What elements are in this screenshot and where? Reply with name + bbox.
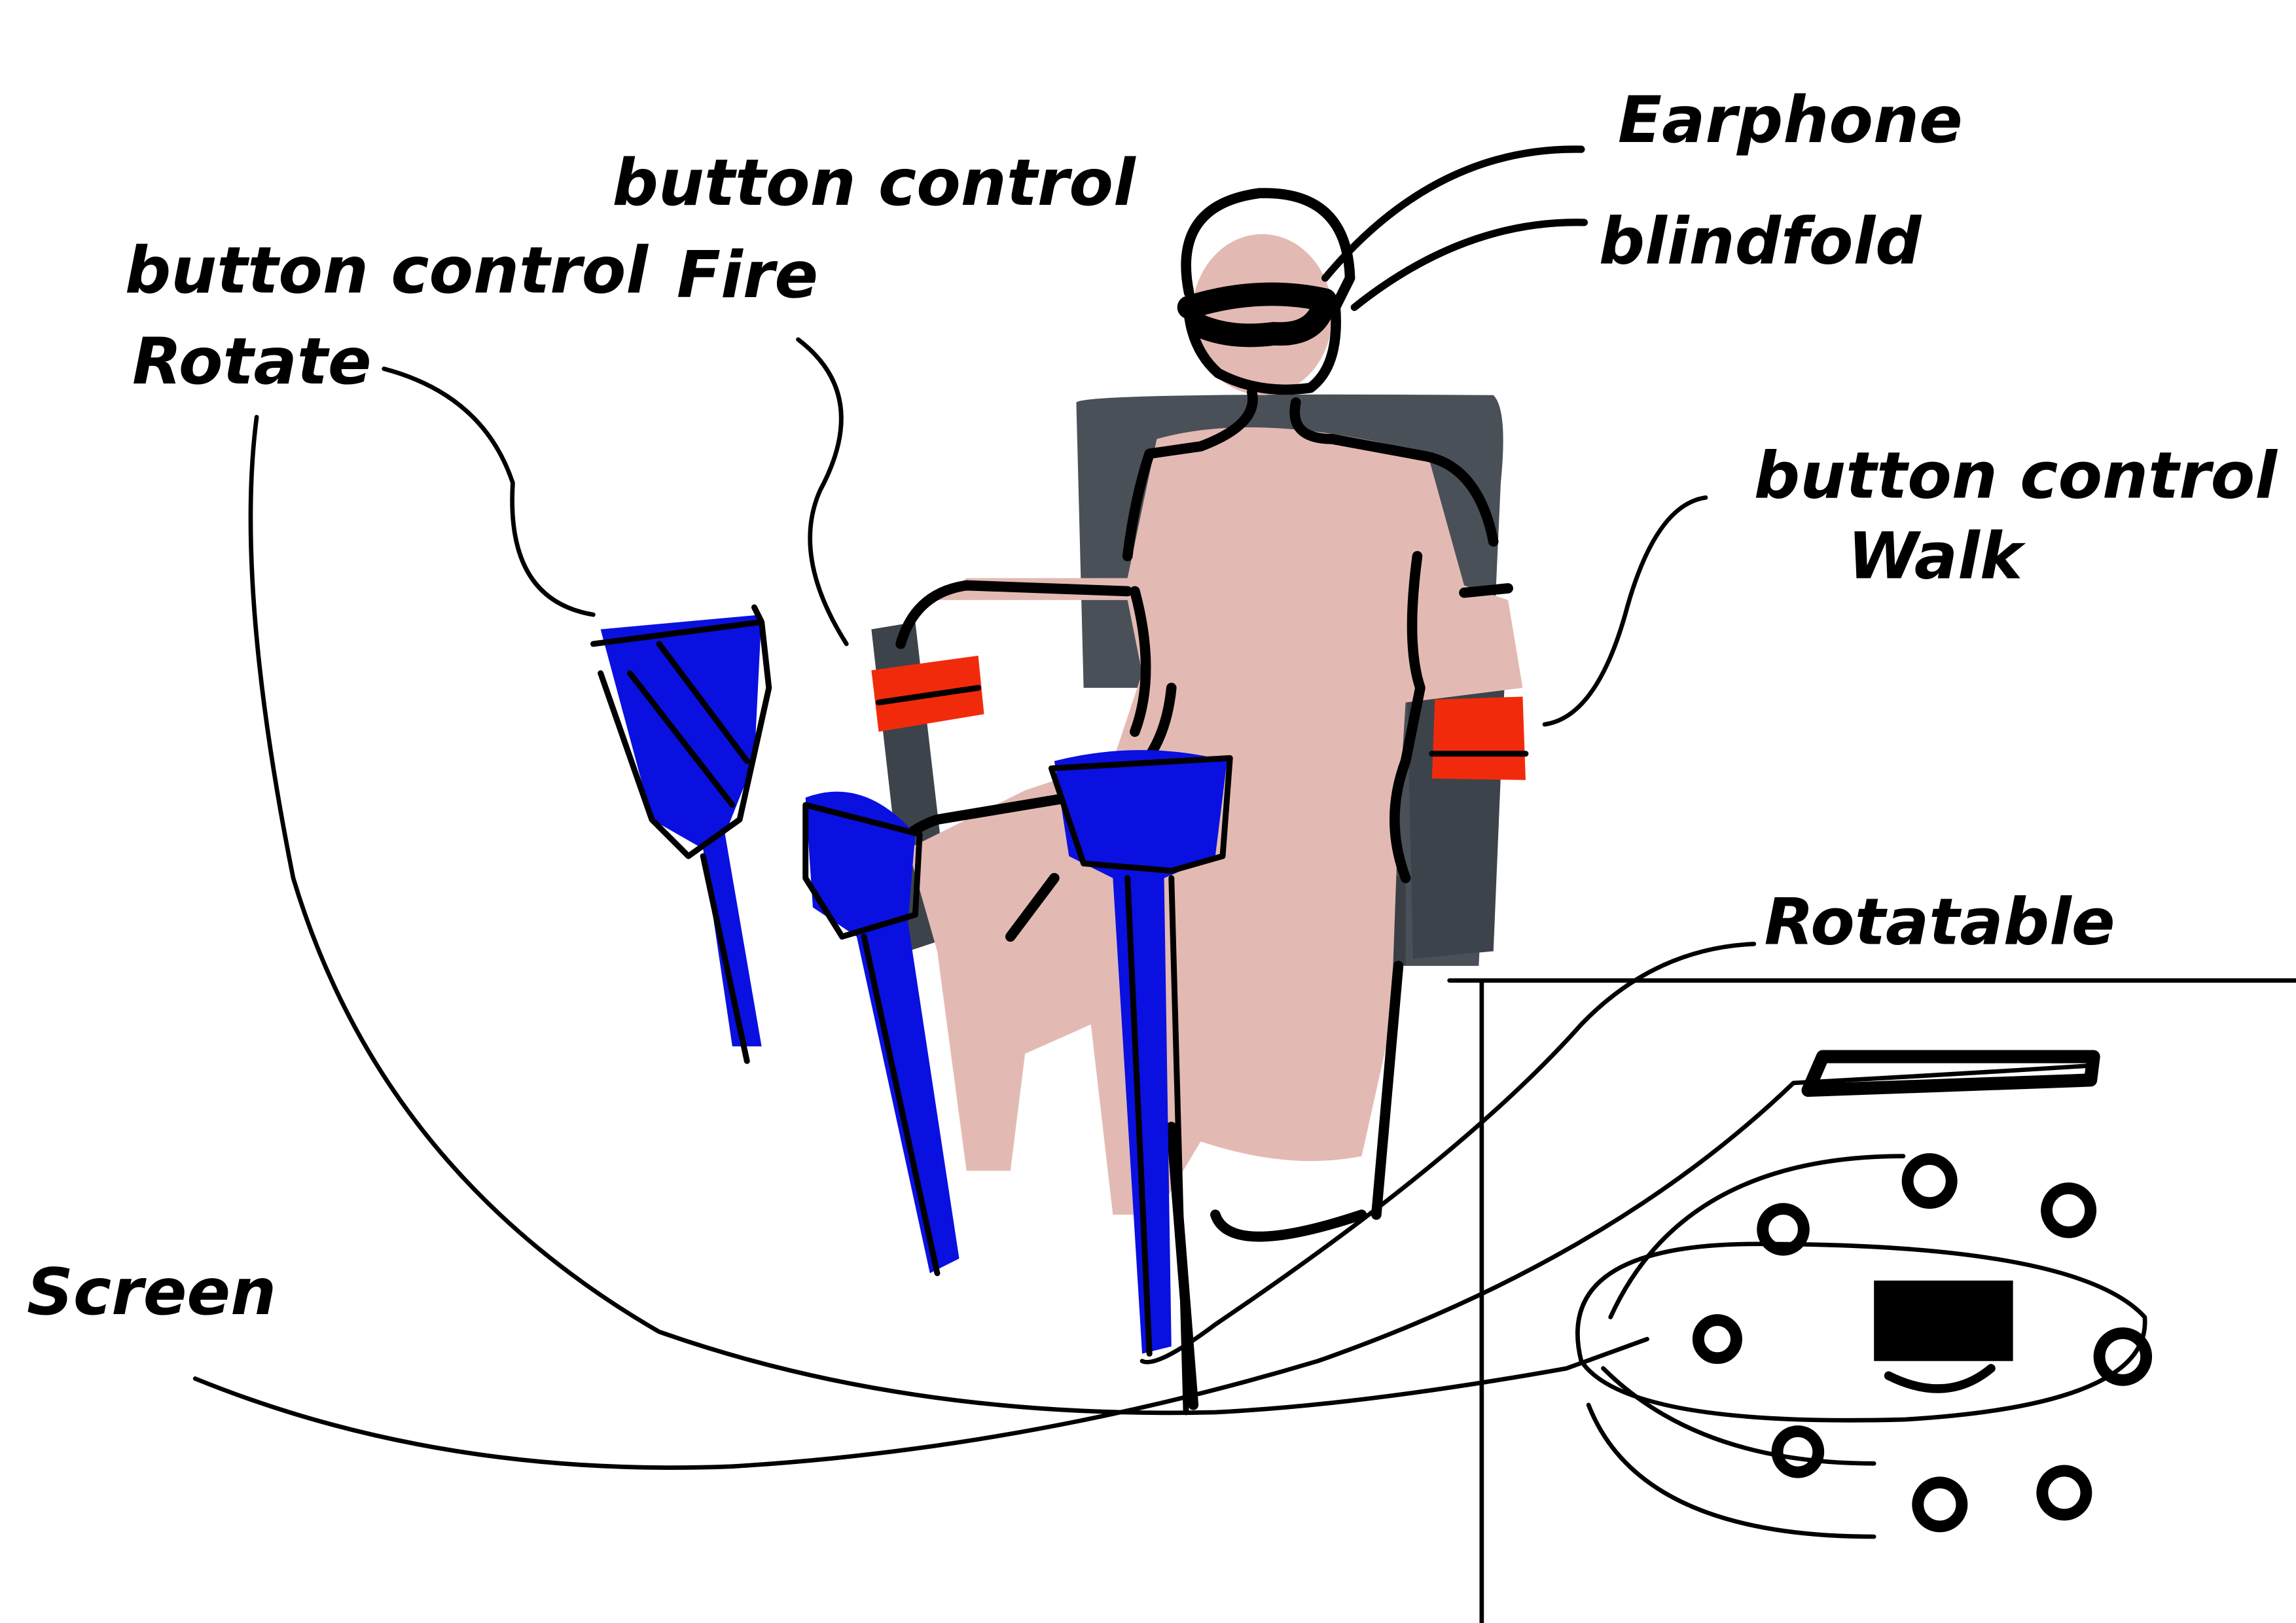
walk-button-device [1429,696,1529,780]
label-walk-line1: button control [1754,438,2278,513]
fire-joystick [802,791,960,1277]
label-rotate: button control Rotate [125,234,649,399]
rotatable-platform [1575,1050,2153,1539]
label-fire-line1: button control [613,146,1136,221]
label-earphone: Earphone [1618,83,1963,158]
walk-joystick [1048,750,1233,1416]
leader-lines [192,337,2296,1623]
label-screen: Screen [27,1255,276,1330]
label-fire: button control Fire [613,146,1136,313]
rotate-joystick [590,604,772,1064]
label-blindfold: blindfold [1599,205,1922,279]
label-rotate-line1: button control [125,234,649,308]
label-walk-line2: Walk [1848,519,2026,594]
label-rotatable: Rotatable [1764,885,2115,959]
label-walk: button control Walk [1754,438,2278,594]
fire-button-device [871,655,984,732]
label-rotate-line2: Rotate [132,325,372,399]
label-fire-line2: Fire [677,238,818,313]
